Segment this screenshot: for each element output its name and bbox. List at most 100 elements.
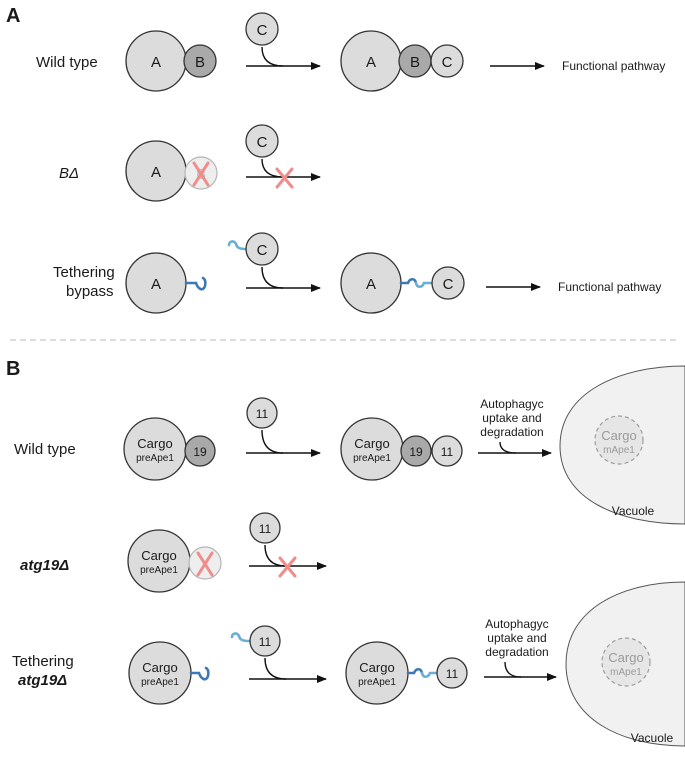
atg11-circle: [431, 435, 463, 467]
panel-b-label: B: [6, 358, 20, 380]
cargo-text: Cargo: [142, 660, 177, 675]
mature-cargo-circle: [594, 415, 644, 465]
uptake-line2: uptake and: [482, 411, 541, 425]
circle-c-text: C: [442, 54, 453, 71]
row-a1-label: Wild type: [36, 54, 98, 71]
mature-cargo-circle: [601, 637, 651, 687]
circle-a-text: A: [366, 276, 376, 293]
uptake-line1: Autophagyc: [480, 397, 543, 411]
vacuole: Cargo mApe1 Vacuole: [559, 365, 685, 525]
atg11-text: 11: [259, 522, 272, 536]
curved-joiner: [264, 657, 287, 680]
row-a3-label-line2: bypass: [66, 283, 114, 300]
incoming-c: C: [245, 12, 284, 67]
circle-c-text: C: [443, 276, 454, 293]
atg19-circle: [400, 435, 432, 467]
circle-b: [183, 44, 217, 78]
mape1-text: mApe1: [610, 667, 642, 678]
preape1-text: preApe1: [141, 677, 179, 688]
atg11-text: 11: [259, 635, 272, 649]
result-label: Functional pathway: [562, 59, 665, 73]
preape1-text: preApe1: [136, 453, 174, 464]
uptake-line3: degradation: [480, 425, 543, 439]
complex-a-b-c: A B C: [340, 30, 464, 92]
complex-a-tether: A: [125, 252, 207, 314]
atg11-circle: [249, 512, 281, 544]
uptake-line3: degradation: [485, 645, 548, 659]
atg11-text: 11: [446, 667, 459, 681]
cargo-tether: Cargo preApe1: [128, 641, 210, 705]
circle-c-text: C: [257, 242, 268, 259]
blocked-x-mark: [278, 556, 297, 578]
atg11-circle: [436, 657, 468, 689]
circle-a-text: A: [151, 276, 161, 293]
circle-c: [431, 266, 465, 300]
incoming-atg11: 11: [246, 397, 284, 454]
cargo-tether-atg11-complex: Cargo preApe1 11: [345, 641, 468, 705]
row-b1-label: Wild type: [14, 441, 76, 458]
curved-joiner: [261, 429, 284, 454]
preape1-text: preApe1: [353, 453, 391, 464]
row-a2-label: BΔ: [59, 165, 79, 182]
vacuole-label: Vacuole: [612, 504, 655, 518]
tether-dark: [406, 667, 424, 675]
circle-c-text: C: [257, 22, 268, 39]
atg11-text: 11: [441, 445, 454, 459]
result-label: Functional pathway: [558, 280, 661, 294]
atg11-circle: [246, 397, 278, 429]
blocked-x-mark: [192, 161, 210, 187]
incoming-atg11: 11: [249, 512, 287, 567]
vacuole: Cargo mApe1 Vacuole: [565, 581, 685, 747]
preape1-text: preApe1: [358, 677, 396, 688]
circle-a-text: A: [151, 164, 161, 181]
tether-light: [420, 671, 439, 679]
incoming-atg11-tethered: 11: [230, 625, 287, 680]
complex-a-b: A B: [125, 30, 217, 92]
mape1-text: mApe1: [603, 445, 635, 456]
uptake-line1: Autophagyc: [485, 617, 548, 631]
preape1-text: preApe1: [140, 565, 178, 576]
cargo-atg19-atg11-complex: Cargo preApe1 19 11: [340, 417, 463, 481]
cargo-text: Cargo: [608, 650, 643, 665]
row-a3-label-line1: Tethering: [53, 264, 115, 281]
blocked-x-mark: [196, 551, 214, 577]
cargo-text: Cargo: [137, 436, 172, 451]
row-b3-label-line1: Tethering: [12, 653, 74, 670]
tether-dark: [399, 277, 418, 285]
cargo-text: Cargo: [354, 436, 389, 451]
atg19-text: 19: [409, 445, 423, 459]
tether-dark: [189, 666, 210, 681]
row-b2-label: atg19Δ: [20, 557, 69, 574]
incoming-c-tethered: C: [227, 232, 284, 289]
circle-b-text: B: [410, 54, 420, 71]
tether-light: [414, 281, 433, 289]
tether-light: [230, 632, 251, 643]
tether-light: [227, 240, 248, 251]
curved-joiner: [261, 266, 284, 289]
atg19-circle: [184, 435, 216, 467]
curved-joiner: [504, 661, 522, 678]
row-b3-label-line2: atg19Δ: [18, 672, 67, 689]
circle-c: [430, 44, 464, 78]
atg11-circle: [249, 625, 281, 657]
complex-a-no-b: A B: [125, 140, 218, 202]
atg11-text: 11: [256, 407, 269, 421]
panel-a-label: A: [6, 5, 20, 27]
cargo-no-atg19: Cargo preApe1: [127, 529, 222, 593]
circle-c: [245, 232, 279, 266]
circle-c: [245, 124, 279, 158]
cargo-text: Cargo: [141, 548, 176, 563]
cargo-text: Cargo: [359, 660, 394, 675]
cargo-atg19-complex: Cargo preApe1 19: [123, 417, 216, 481]
curved-joiner: [499, 441, 517, 454]
circle-a-text: A: [366, 54, 376, 71]
vacuole-label: Vacuole: [631, 731, 674, 745]
uptake-line2: uptake and: [487, 631, 546, 645]
curved-joiner: [261, 46, 284, 67]
circle-b-text: B: [195, 54, 205, 71]
circle-c: [245, 12, 279, 46]
cargo-text: Cargo: [601, 428, 636, 443]
circle-c-text: C: [257, 134, 268, 151]
blocked-x-mark: [275, 167, 294, 189]
